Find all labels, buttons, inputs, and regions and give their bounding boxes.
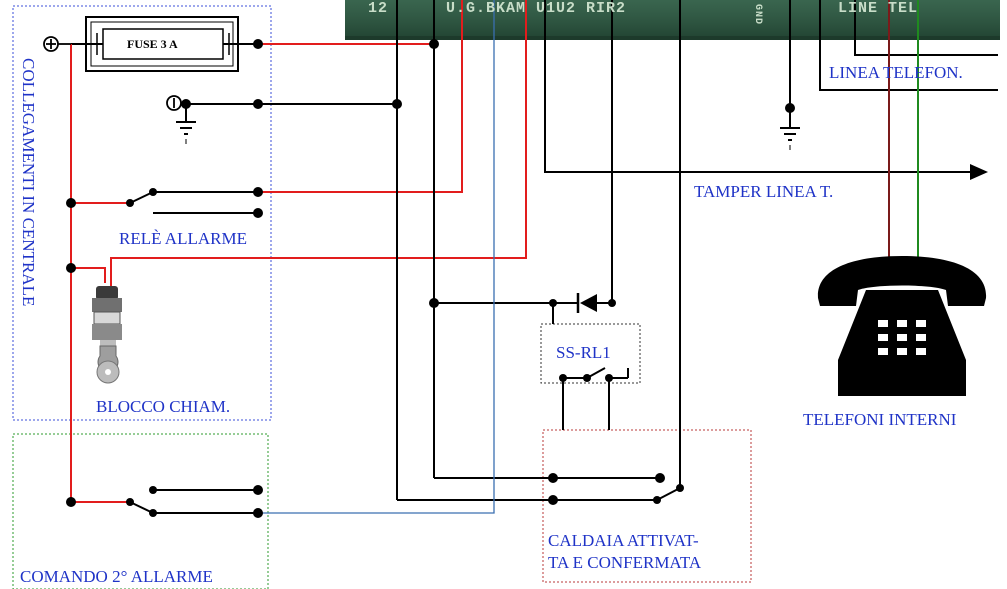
ground-symbol-left bbox=[176, 121, 196, 144]
telephone-icon bbox=[817, 256, 987, 396]
tamper-label: TAMPER LINEA T. bbox=[694, 182, 834, 201]
tamper-arrow bbox=[970, 164, 988, 180]
blocco-chiamate-label: BLOCCO CHIAM. bbox=[96, 397, 231, 416]
wire-blue bbox=[258, 0, 495, 514]
diode bbox=[576, 293, 597, 313]
minus-terminal-icon bbox=[166, 95, 182, 111]
caldaia-label-line2: TA E CONFERMATA bbox=[548, 553, 702, 572]
comando-allarme-label: COMANDO 2° ALLARME bbox=[20, 567, 213, 586]
board-silk-gnd: GND bbox=[752, 4, 763, 26]
board-silk-left: 12 bbox=[368, 0, 389, 17]
collegamenti-label: COLLEGAMENTI IN CENTRALE bbox=[19, 58, 38, 307]
rele-allarme-label: RELÈ ALLARME bbox=[119, 229, 247, 248]
fuse-label: FUSE 3 A bbox=[127, 37, 178, 51]
box-ss-rl1 bbox=[540, 323, 641, 384]
box-caldaia bbox=[542, 429, 752, 583]
board-silk-terminals: U.G.BKAM U1U2 RIR2 bbox=[446, 0, 627, 17]
caldaia-label-line1: CALDAIA ATTIVAT- bbox=[548, 531, 699, 550]
wires-red bbox=[70, 0, 527, 503]
board-silk-line-tel: LINE TEL bbox=[838, 0, 919, 17]
ground-symbol-right bbox=[780, 127, 800, 150]
plus-terminal-icon bbox=[43, 36, 71, 52]
junction-dots bbox=[66, 39, 795, 518]
box-comando bbox=[12, 433, 269, 589]
box-collegamenti bbox=[12, 5, 272, 421]
fuse bbox=[71, 16, 258, 72]
ss-rl1-label: SS-RL1 bbox=[556, 343, 611, 362]
linea-telefon-label: LINEA TELEFON. bbox=[829, 63, 963, 82]
key-switch-icon bbox=[92, 286, 122, 384]
control-board bbox=[345, 0, 1000, 40]
telefoni-interni-label: TELEFONI INTERNI bbox=[803, 410, 957, 429]
